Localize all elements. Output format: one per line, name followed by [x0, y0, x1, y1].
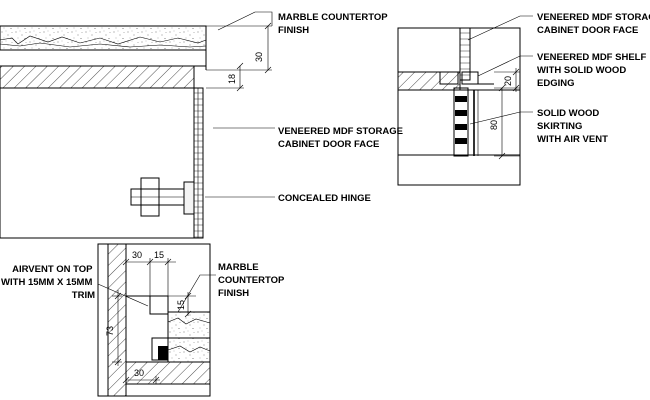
label-marble-countertop-c: MARBLE COUNTERTOP FINISH: [218, 262, 287, 299]
concealed-hinge: [130, 177, 195, 217]
dim-c-15-top: 15: [154, 250, 164, 260]
air-vent-slots: [455, 96, 467, 144]
dim-c-73: 73: [105, 326, 115, 336]
cabinet-body-a: [0, 87, 195, 239]
marble-countertop-a: [0, 25, 207, 51]
dim-a-30: 30: [254, 52, 264, 62]
base-hatch-c: [125, 361, 211, 385]
label-shelf: VENEERED MDF SHELF WITH SOLID WOOD EDGIN…: [537, 52, 649, 89]
shelf-edging: [439, 71, 459, 85]
dim-b-20: 20: [503, 76, 513, 86]
detail-c: 30 15 15 73 30 AIRVENT ON TOP WITH 15MM …: [1, 243, 287, 397]
dim-a-18: 18: [227, 74, 237, 84]
label-door-face-b: VENEERED MDF STORAGE CABINET DOOR FACE: [537, 12, 650, 36]
label-door-face-a: VENEERED MDF STORAGE CABINET DOOR FACE: [278, 126, 406, 150]
label-concealed-hinge: CONCEALED HINGE: [278, 193, 371, 204]
marble-countertop-c-top: [167, 311, 211, 339]
label-skirting: SOLID WOOD SKIRTING WITH AIR VENT: [537, 108, 608, 145]
cabinet-frame-b: [397, 27, 521, 186]
dim-c-30-top: 30: [132, 250, 142, 260]
substrate-hatch-a: [0, 65, 195, 89]
label-airvent: AIRVENT ON TOP WITH 15MM X 15MM TRIM: [1, 264, 95, 301]
marble-countertop-c-bottom: [167, 337, 211, 363]
door-face-a: [193, 87, 204, 239]
side-panel-c: [107, 243, 127, 397]
dim-b-80: 80: [489, 120, 499, 130]
dim-c-30-bottom: 30: [134, 368, 144, 378]
detail-b: 20 80 VENEERED MDF STORAGE CABINET DOOR …: [397, 12, 650, 186]
label-marble-countertop-a: MARBLE COUNTERTOP FINISH: [278, 12, 390, 36]
shelf-b: [397, 71, 461, 91]
detail-a: 30 18 MARBLE COUNTERTOP FINISH VENEERED …: [0, 11, 406, 239]
dim-c-15-side: 15: [176, 300, 186, 310]
door-face-b: [459, 27, 471, 81]
airvent-trim: [149, 295, 169, 315]
skirting-b: [453, 87, 469, 157]
